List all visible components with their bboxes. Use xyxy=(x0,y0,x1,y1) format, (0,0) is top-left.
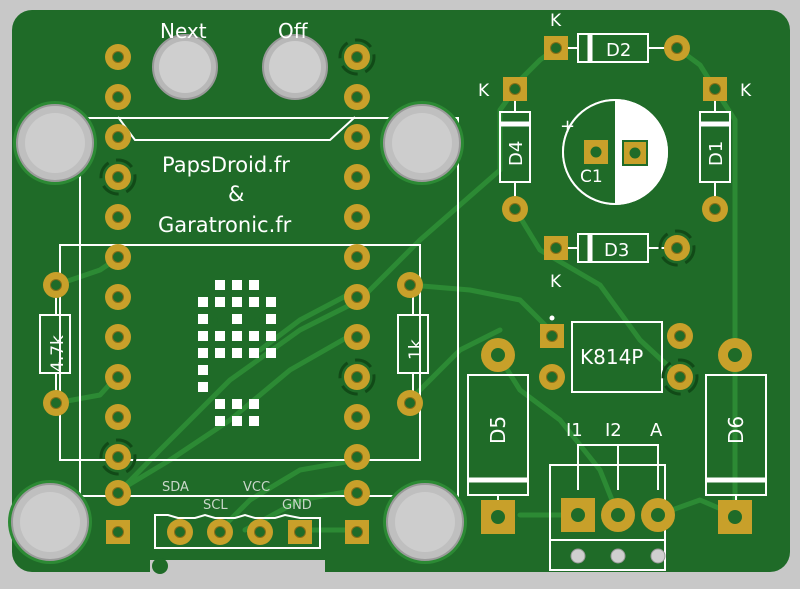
pad-icon xyxy=(702,76,728,102)
c1-label: C1 xyxy=(580,167,603,187)
capacitor-c1: + C1 xyxy=(560,99,668,205)
terminal-pin-i2: I2 xyxy=(605,420,622,441)
board-title-amp: & xyxy=(228,182,244,206)
cathode-mark-d4: K xyxy=(478,81,490,101)
pad-icon xyxy=(42,271,70,299)
led-matrix-icon xyxy=(198,280,276,426)
off-button[interactable] xyxy=(262,34,328,100)
i2c-pin-scl: SCL xyxy=(203,498,228,513)
i2c-pin-sda: SDA xyxy=(162,480,189,495)
pad-icon xyxy=(396,389,424,417)
terminal-pin-i1: I1 xyxy=(566,420,583,441)
mounting-hole-icon xyxy=(379,100,465,186)
pad-icon xyxy=(538,363,566,391)
d3-label: D3 xyxy=(604,240,629,261)
board-title-line2: Garatronic.fr xyxy=(158,213,292,237)
pad-icon xyxy=(701,195,729,223)
terminal-pin-a: A xyxy=(650,420,663,441)
mounting-hole-icon xyxy=(7,479,93,565)
cathode-mark-d1: K xyxy=(740,81,752,101)
pad-icon xyxy=(42,389,70,417)
pad-icon xyxy=(666,322,694,350)
pad-icon xyxy=(396,271,424,299)
cathode-mark-d2: K xyxy=(550,11,562,31)
pad-icon xyxy=(501,195,529,223)
d1-label: D1 xyxy=(706,141,727,166)
pad-icon xyxy=(543,35,569,61)
pad-icon xyxy=(658,229,696,267)
off-button-label: Off xyxy=(278,19,309,43)
d6-label: D6 xyxy=(724,416,748,444)
arduino-module-outline xyxy=(79,117,459,497)
led-matrix-outline xyxy=(59,244,421,461)
next-button[interactable] xyxy=(152,34,218,100)
pad-icon xyxy=(543,235,569,261)
mounting-hole-icon xyxy=(12,100,98,186)
pad-icon xyxy=(661,358,699,396)
d2-label: D2 xyxy=(606,40,631,61)
cathode-mark-d3: K xyxy=(550,272,562,292)
board-title-line1: PapsDroid.fr xyxy=(162,153,290,177)
next-button-label: Next xyxy=(160,19,207,43)
pad-icon xyxy=(539,323,565,349)
optocoupler-label: K814P xyxy=(580,345,643,369)
d4-label: D4 xyxy=(506,141,527,166)
i2c-pin-gnd: GND xyxy=(282,498,312,513)
i2c-pin-vcc: VCC xyxy=(243,480,270,495)
resistor-right-label: 1k xyxy=(406,339,426,360)
resistor-left-label: 4.7k xyxy=(48,335,68,372)
pad-icon xyxy=(502,76,528,102)
c1-polarity-mark: + xyxy=(560,116,575,137)
mounting-hole-icon xyxy=(382,479,468,565)
d5-label: D5 xyxy=(486,416,510,444)
pad-icon xyxy=(663,34,691,62)
